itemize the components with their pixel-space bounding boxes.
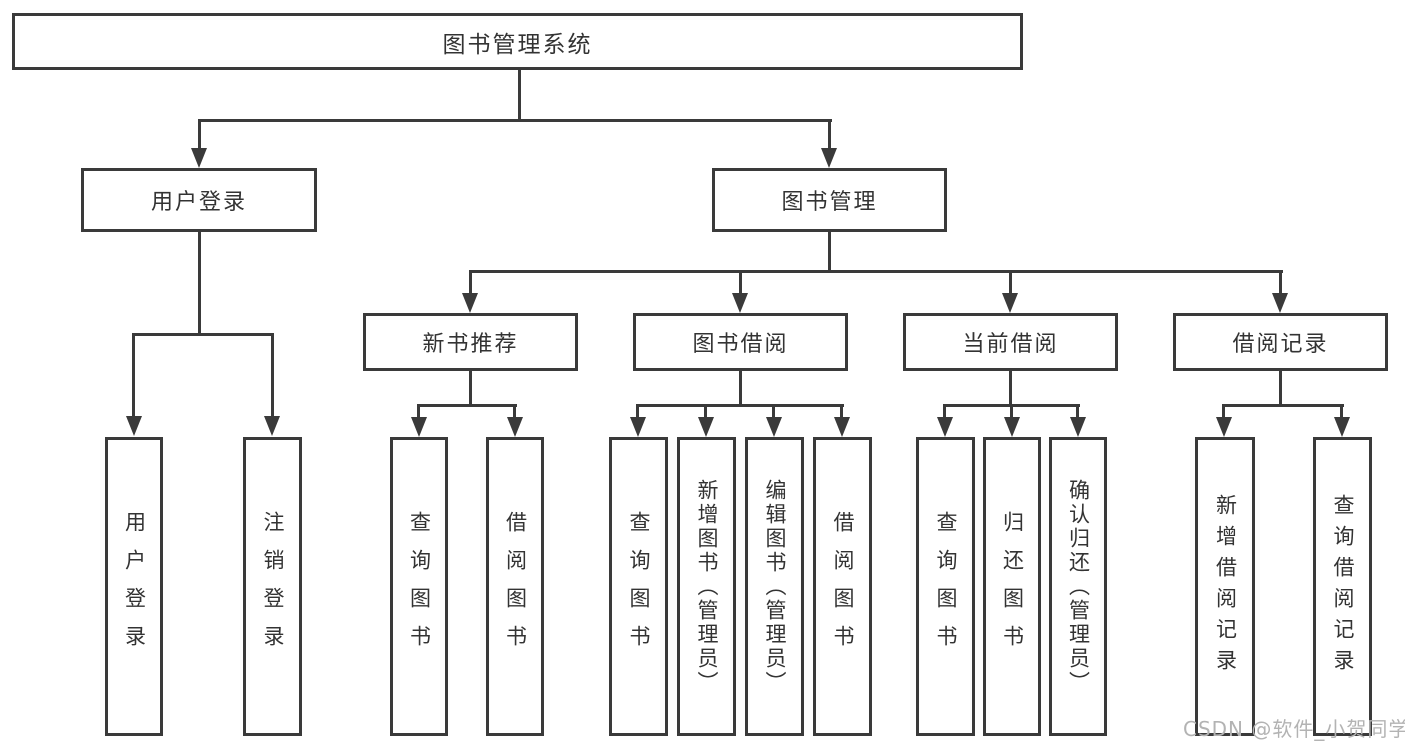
arrow-down-icon (126, 416, 142, 436)
leaf-label: 归还图书 (1000, 510, 1025, 663)
node-user-login: 用户登录 (81, 168, 317, 232)
connector-line (469, 369, 472, 407)
arrow-down-icon (1272, 293, 1288, 313)
arrow-down-icon (821, 148, 837, 168)
leaf-confirm-return-admin: 确认归还（管理员） (1049, 437, 1107, 736)
arrow-down-icon (1002, 293, 1018, 313)
connector-line (513, 404, 516, 419)
connector-line (198, 119, 201, 149)
node-root: 图书管理系统 (12, 13, 1023, 70)
leaf-add-borrow-record: 新增借阅记录 (1195, 437, 1255, 736)
arrow-down-icon (264, 416, 280, 436)
connector-line (772, 404, 775, 419)
leaf-borrow-books: 借阅图书 (813, 437, 872, 736)
arrow-down-icon (1070, 417, 1086, 437)
connector-line (417, 404, 420, 419)
leaf-query-books-current: 查询图书 (916, 437, 975, 736)
leaf-return-book: 归还图书 (983, 437, 1041, 736)
connector-line (1222, 404, 1344, 407)
arrow-down-icon (507, 417, 523, 437)
watermark: CSDN @软件_小贺同学 (1183, 717, 1405, 741)
connector-line (417, 404, 517, 407)
leaf-label: 新增借阅记录 (1213, 493, 1238, 680)
connector-line (1009, 270, 1012, 295)
leaf-label: 查询图书 (934, 510, 958, 663)
leaf-label: 查询图书 (627, 510, 651, 663)
node-label: 当前借阅 (962, 332, 1059, 357)
leaf-query-books-borrow: 查询图书 (609, 437, 668, 736)
connector-line (1010, 404, 1013, 419)
node-book-management: 图书管理 (712, 168, 947, 232)
connector-line (840, 404, 843, 419)
arrow-down-icon (732, 293, 748, 313)
node-label: 图书借阅 (692, 332, 789, 357)
connector-line (198, 231, 201, 336)
leaf-label: 查询借阅记录 (1331, 493, 1355, 680)
connector-line (198, 119, 832, 122)
connector-line (636, 404, 844, 407)
leaf-label: 查询图书 (407, 510, 432, 663)
connector-line (739, 369, 742, 407)
node-current-borrow: 当前借阅 (903, 313, 1118, 371)
leaf-label: 注销登录 (261, 510, 285, 663)
connector-line (1279, 270, 1282, 295)
node-label: 新书推荐 (422, 332, 519, 357)
arrow-down-icon (191, 148, 207, 168)
arrow-down-icon (1216, 417, 1232, 437)
connector-line (1279, 369, 1282, 407)
node-borrow-records: 借阅记录 (1173, 313, 1388, 371)
arrow-down-icon (698, 417, 714, 437)
arrow-down-icon (462, 293, 478, 313)
connector-line (828, 231, 831, 273)
arrow-down-icon (766, 417, 782, 437)
node-label: 用户登录 (150, 190, 247, 215)
leaf-add-book-admin: 新增图书（管理员） (677, 437, 736, 736)
arrow-down-icon (411, 417, 427, 437)
node-label: 图书管理 (781, 190, 878, 215)
connector-line (518, 69, 521, 122)
node-root-label: 图书管理系统 (442, 31, 593, 58)
leaf-edit-book-admin: 编辑图书（管理员） (745, 437, 804, 736)
leaf-label: 借阅图书 (503, 510, 528, 663)
node-book-borrow: 图书借阅 (633, 313, 848, 371)
connector-line (704, 404, 707, 419)
arrow-down-icon (630, 417, 646, 437)
node-new-book-recommend: 新书推荐 (363, 313, 578, 371)
leaf-label: 编辑图书（管理员） (763, 478, 787, 695)
connector-line (828, 119, 831, 149)
connector-line (132, 333, 274, 336)
leaf-label: 用户登录 (122, 510, 147, 663)
arrow-down-icon (1334, 417, 1350, 437)
connector-line (1009, 369, 1012, 407)
connector-line (739, 270, 742, 295)
leaf-query-borrow-record: 查询借阅记录 (1313, 437, 1372, 736)
connector-line (1340, 404, 1343, 419)
connector-line (132, 333, 135, 417)
leaf-query-books-recommend: 查询图书 (390, 437, 448, 736)
leaf-label: 确认归还（管理员） (1066, 478, 1091, 695)
leaf-borrow-books-recommend: 借阅图书 (486, 437, 544, 736)
arrow-down-icon (937, 417, 953, 437)
leaf-label: 新增图书（管理员） (695, 478, 719, 695)
connector-line (469, 270, 1283, 273)
connector-line (1076, 404, 1079, 419)
arrow-down-icon (1004, 417, 1020, 437)
connector-line (271, 333, 274, 417)
connector-line (943, 404, 946, 419)
arrow-down-icon (834, 417, 850, 437)
node-label: 借阅记录 (1232, 332, 1329, 357)
leaf-label: 借阅图书 (831, 510, 855, 663)
connector-line (636, 404, 639, 419)
leaf-logout: 注销登录 (243, 437, 302, 736)
connector-line (469, 270, 472, 295)
connector-line (1222, 404, 1225, 419)
leaf-user-login: 用户登录 (105, 437, 163, 736)
